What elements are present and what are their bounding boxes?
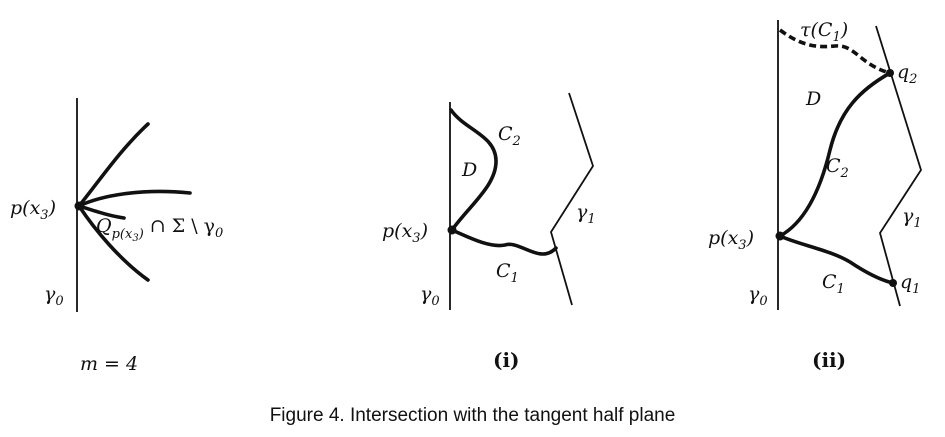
curve-branch-lower (77, 204, 150, 282)
curve-C1-middle (450, 228, 558, 256)
label-gamma1-right: γ1 (902, 205, 922, 231)
label-D-middle: D (461, 159, 477, 181)
label-C1-middle: C1 (496, 260, 519, 286)
panel-label-ii: (ii) (812, 348, 846, 372)
curve-C2-right (778, 71, 892, 238)
panel-label-i: (i) (493, 348, 520, 372)
label-C2-middle: C2 (498, 123, 521, 149)
label-gamma1-middle: γ1 (576, 201, 596, 227)
label-m-equals: m = 4 (80, 353, 138, 375)
label-Q-set: Qp(x3) ∩ Σ \ γ0 (96, 215, 223, 244)
curve-branch-mid (77, 204, 126, 220)
label-p-x3-left: p(x3) (10, 197, 56, 223)
curve-tau-C1 (778, 28, 891, 75)
label-gamma0-middle: γ0 (420, 283, 440, 309)
curve-branch-right (77, 189, 192, 208)
point-p-x3-right (775, 231, 785, 241)
figure-caption: Figure 4. Intersection with the tangent … (269, 405, 676, 426)
gamma1-polyline-right (875, 25, 922, 307)
label-C1-right: C1 (822, 271, 845, 297)
label-q1: q1 (900, 271, 920, 297)
label-gamma0-right: γ0 (748, 283, 768, 309)
point-p-x3-middle (447, 225, 457, 235)
label-p-x3-middle: p(x3) (382, 220, 428, 246)
curve-C2-middle (449, 108, 498, 232)
label-D-right: D (805, 88, 821, 110)
panel-i: p(x3) D C2 C1 γ1 γ0 (i) (382, 92, 596, 372)
point-q1 (889, 279, 897, 287)
panel-m4: p(x3) Qp(x3) ∩ Σ \ γ0 γ0 m = 4 (10, 98, 223, 375)
label-tau-C1: τ(C1) (800, 19, 848, 45)
point-q2 (886, 69, 894, 77)
point-p-x3-left (74, 201, 84, 211)
panel-ii: τ(C1) q2 D C2 γ1 p(x3) C1 q1 γ0 (ii) (708, 19, 922, 372)
label-gamma0-left: γ0 (44, 283, 64, 309)
label-p-x3-right: p(x3) (708, 227, 754, 253)
label-q2: q2 (897, 61, 917, 87)
label-C2-right: C2 (826, 155, 849, 181)
curve-C1-right (778, 234, 895, 285)
curve-branch-upper (77, 122, 150, 208)
gamma1-polyline-middle (550, 92, 594, 306)
